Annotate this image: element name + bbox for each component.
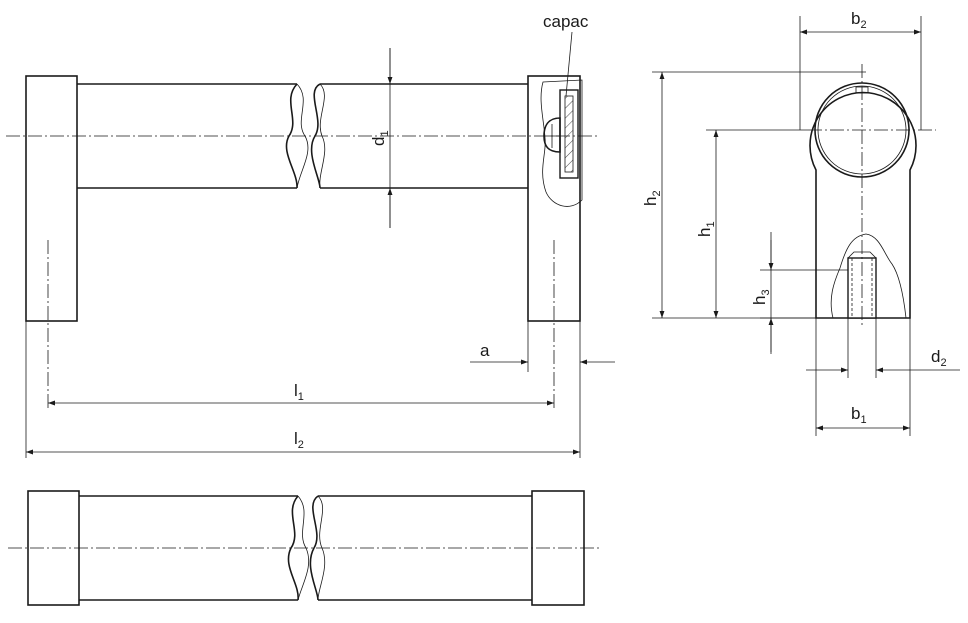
section-hatch: [540, 79, 583, 207]
dim-d2-label: d2: [931, 347, 947, 369]
dim-l2-label: l2: [294, 429, 304, 451]
right-leg: [527, 75, 581, 322]
dim-h2-label: h2: [641, 190, 663, 206]
top-tube-left: [79, 495, 298, 601]
dim-b1-label: b1: [851, 404, 867, 426]
front-view: d1 capac a l1 l2: [6, 12, 615, 458]
dim-a-label: a: [480, 341, 490, 360]
tube-right-segment: [320, 83, 528, 189]
tube-break-left: [285, 83, 298, 189]
cap-inner: [564, 95, 574, 173]
top-break-left: [287, 495, 299, 601]
dim-d1-label: d1: [369, 130, 391, 146]
top-tube-right: [318, 495, 532, 601]
left-leg: [25, 75, 78, 322]
capac-label: capac: [543, 12, 589, 31]
dim-h1-label: h1: [695, 221, 717, 237]
dim-b2-label: b2: [851, 9, 867, 31]
dim-h3-label: h3: [750, 289, 772, 305]
side-view: b2 h2 h1 h3 d2: [641, 9, 960, 436]
tube-left-segment: [77, 83, 297, 189]
side-section-hatch: [830, 233, 907, 319]
dim-l1-label: l1: [294, 381, 304, 403]
top-break-right: [309, 495, 319, 601]
top-view: [8, 490, 602, 606]
capac-leader: [565, 31, 573, 97]
